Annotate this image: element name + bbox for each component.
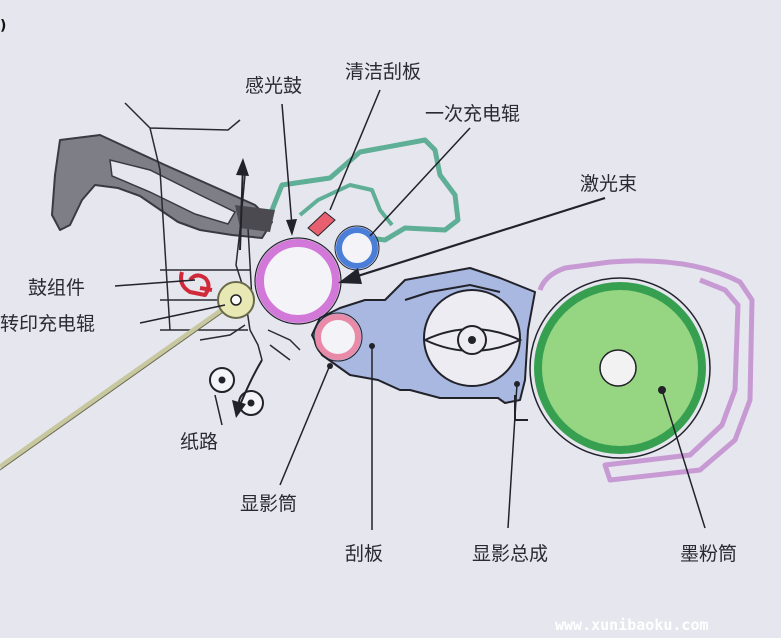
leader-toner-cartridge [661, 389, 706, 529]
label-transfer-charge-roller: 转印充电辊 [0, 313, 95, 335]
transfer-roller-axle [230, 294, 242, 306]
leader-paper-path [214, 394, 223, 426]
developer-cylinder [315, 314, 361, 360]
paper-roller-lower-axle [247, 399, 255, 407]
leader-drum [281, 103, 293, 227]
leader-transfer-roller [139, 304, 226, 324]
lever-cutout [109, 159, 237, 225]
toner-axle [599, 349, 637, 387]
leader-drum-assembly [114, 279, 196, 287]
laser-beam-line [344, 196, 606, 282]
photosensitive-drum [256, 239, 340, 323]
label-developer-assembly: 显影总成 [472, 543, 548, 565]
transfer-beam-line [0, 297, 238, 470]
label-toner-cartridge: 墨粉筒 [680, 543, 737, 565]
paper-up-arrowhead [236, 158, 249, 176]
label-paper-path: 纸路 [180, 431, 218, 453]
leader-cleaning-blade [329, 89, 381, 211]
paper-up-arrow [239, 164, 244, 251]
cleaning-frame [267, 137, 461, 243]
corner-mark: ) [0, 18, 6, 34]
label-primary-charge-roller: 一次充电辊 [425, 103, 520, 125]
leader-developer-assembly [507, 383, 518, 529]
label-developer-cylinder: 显影筒 [240, 493, 297, 515]
toner-cylinder-outer [529, 277, 711, 459]
mixing-axle-center [468, 336, 476, 344]
drum-assembly-clip [179, 271, 213, 297]
cleaning-frame-inner [298, 183, 394, 227]
paper-roller-upper-axle [218, 376, 226, 384]
paper-curve-arrowhead [232, 400, 246, 418]
leader-drum-head [286, 219, 297, 236]
developer-cylinder-outline [313, 312, 363, 362]
label-photosensitive-drum: 感光鼓 [245, 75, 302, 97]
leader-developer-assembly-dot [514, 381, 520, 387]
leader-developer-cylinder [279, 364, 331, 486]
transfer-beam-edge [0, 302, 237, 471]
label-doctor-blade: 刮板 [345, 543, 383, 565]
label-drum-assembly: 鼓组件 [28, 277, 85, 299]
leader-charge-roller [369, 127, 471, 237]
laser-beam-arrowhead [338, 268, 362, 284]
guide-plate [235, 205, 275, 232]
leader-developer-cylinder-dot [327, 363, 333, 369]
toner-housing [537, 258, 755, 483]
leader-doctor-blade-dot [369, 343, 375, 349]
drum-frame-outline [124, 102, 253, 341]
mixing-paddle [422, 328, 523, 352]
watermark-text: www.xunibaoku.com [555, 616, 709, 634]
label-cleaning-blade: 清洁刮板 [345, 61, 421, 83]
primary-charge-roller [336, 227, 378, 269]
cleaning-blade [307, 211, 336, 237]
label-laser-beam: 激光束 [580, 173, 637, 195]
